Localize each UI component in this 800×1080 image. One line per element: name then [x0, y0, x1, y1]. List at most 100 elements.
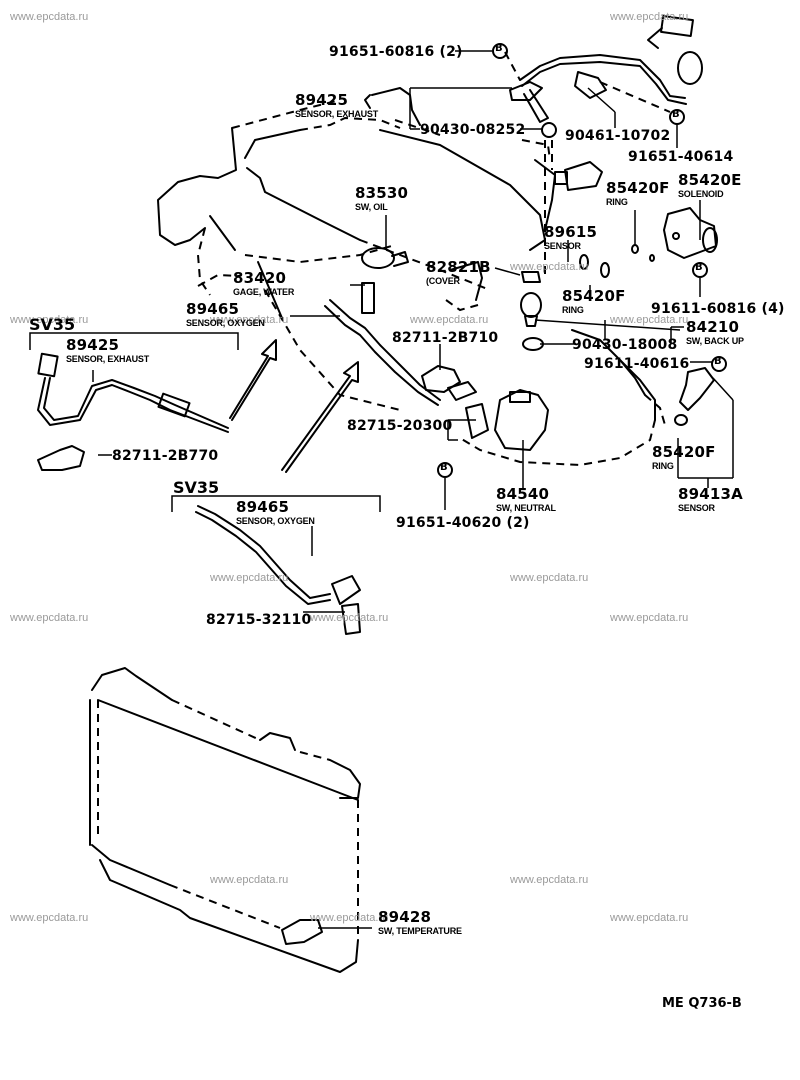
watermark: www.epcdata.ru	[310, 912, 389, 924]
callout-89465-sv35[interactable]: 89465 SENSOR, OXYGEN	[236, 500, 315, 526]
watermark: www.epcdata.ru	[210, 874, 289, 886]
watermark: www.epcdata.ru	[10, 912, 89, 924]
watermark: www.epcdata.ru	[210, 572, 289, 584]
part-description: SENSOR, OXYGEN	[236, 516, 315, 526]
part-number: 85420F	[562, 287, 626, 305]
callout-91651-60816[interactable]: 91651-60816 (2)	[329, 44, 463, 60]
part-number: 89465	[186, 300, 240, 318]
part-number: 91651-60816 (2)	[329, 44, 463, 60]
part-number: 83530	[355, 184, 409, 202]
bolt-marker	[437, 462, 453, 478]
callout-90461-10702[interactable]: 90461-10702	[565, 128, 670, 144]
callout-85420F-ring-3[interactable]: 85420F RING	[652, 445, 716, 471]
callout-91651-40620[interactable]: 91651-40620 (2)	[396, 515, 530, 531]
part-number: 89465	[236, 498, 290, 516]
part-number: 84210	[686, 318, 740, 336]
watermark: www.epcdata.ru	[510, 261, 589, 273]
callout-90430-08252[interactable]: 90430-08252	[420, 122, 525, 138]
watermark: www.epcdata.ru	[410, 314, 489, 326]
callout-85420E[interactable]: 85420E SOLENOID	[678, 173, 742, 199]
callout-89425[interactable]: 89425 SENSOR, EXHAUST	[295, 93, 378, 119]
part-number: 85420E	[678, 171, 742, 189]
part-description: RING	[562, 305, 584, 315]
part-description: (COVER	[426, 276, 460, 286]
bolt-marker	[669, 109, 685, 125]
callout-83530[interactable]: 83530 SW, OIL	[355, 186, 408, 212]
callout-91611-40616[interactable]: 91611-40616	[584, 356, 689, 372]
part-number: 84540	[496, 485, 550, 503]
watermark: www.epcdata.ru	[510, 572, 589, 584]
leader-lines	[29, 50, 734, 929]
watermark: www.epcdata.ru	[510, 874, 589, 886]
callout-83420[interactable]: 83420 GAGE, WATER	[233, 271, 294, 297]
watermark: www.epcdata.ru	[310, 612, 389, 624]
watermark: www.epcdata.ru	[10, 612, 89, 624]
part-description: SW, NEUTRAL	[496, 503, 556, 513]
part-number: 91651-40614	[628, 149, 734, 165]
exhaust-sensor-top-drawing	[504, 14, 703, 280]
part-number: 82715-20300	[347, 418, 453, 434]
part-number: 91651-40620 (2)	[396, 515, 530, 531]
watermark: www.epcdata.ru	[610, 11, 689, 23]
callout-82715-20300[interactable]: 82715-20300	[347, 418, 452, 434]
bolt-marker	[711, 356, 727, 372]
callout-89428[interactable]: 89428 SW, TEMPERATURE	[378, 910, 462, 936]
part-description: SENSOR, EXHAUST	[295, 109, 379, 119]
watermark: www.epcdata.ru	[210, 314, 289, 326]
part-description: SOLENOID	[678, 189, 724, 199]
callout-84210[interactable]: 84210 SW, BACK UP	[686, 320, 744, 346]
component-shapes	[37, 161, 718, 973]
callout-90430-18008[interactable]: 90430-18008	[572, 337, 677, 353]
part-number: 82711-2B770	[112, 448, 219, 464]
bolt-letter: B	[495, 43, 503, 54]
bolt-letter: B	[672, 109, 680, 120]
part-number: 89425	[295, 91, 349, 109]
bolt-marker	[492, 43, 508, 59]
part-number: 91611-40616	[584, 356, 690, 372]
bolt-markers	[437, 43, 727, 478]
callout-82715-32110[interactable]: 82715-32110	[206, 612, 311, 628]
part-number: 82715-32110	[206, 612, 312, 628]
part-number: 90461-10702	[565, 128, 671, 144]
part-description: SW, OIL	[355, 202, 388, 212]
bolt-letter: B	[695, 262, 703, 273]
watermark: www.epcdata.ru	[610, 612, 689, 624]
part-number: 91611-60816 (4)	[651, 301, 785, 317]
callout-82711-2B710[interactable]: 82711-2B710	[392, 330, 498, 346]
part-description: RING	[652, 461, 674, 471]
callout-84540[interactable]: 84540 SW, NEUTRAL	[496, 487, 556, 513]
part-description: SENSOR, EXHAUST	[66, 354, 150, 364]
bolt-letter: B	[714, 356, 722, 367]
part-number: 82711-2B710	[392, 330, 499, 346]
radiator-drawing	[89, 667, 361, 973]
callout-85420F-ring[interactable]: 85420F RING	[606, 181, 670, 207]
watermark: www.epcdata.ru	[610, 912, 689, 924]
callout-89413A[interactable]: 89413A SENSOR	[678, 487, 743, 513]
callout-91611-60816[interactable]: 91611-60816 (4)	[651, 301, 785, 317]
part-number: 89428	[378, 908, 432, 926]
bolt-marker	[541, 122, 557, 138]
watermark: www.epcdata.ru	[10, 314, 89, 326]
part-number: 90430-18008	[572, 337, 678, 353]
callout-91651-40614[interactable]: 91651-40614	[628, 149, 733, 165]
part-description: SENSOR	[544, 241, 581, 251]
callout-89465[interactable]: 89465 SENSOR, OXYGEN	[186, 302, 265, 328]
part-description: SENSOR, OXYGEN	[186, 318, 265, 328]
bolt-marker	[692, 262, 708, 278]
part-description: SW, TEMPERATURE	[378, 926, 462, 936]
part-number: 82821B	[426, 258, 491, 276]
callout-82711-2B770[interactable]: 82711-2B770	[112, 448, 218, 464]
callout-85420F-ring-2[interactable]: 85420F RING	[562, 289, 626, 315]
part-number: 85420F	[652, 443, 716, 461]
part-number: 90430-08252	[420, 122, 526, 138]
part-description: RING	[606, 197, 628, 207]
watermark: www.epcdata.ru	[610, 314, 689, 326]
part-description: SW, BACK UP	[686, 336, 744, 346]
part-number: 89425	[66, 336, 120, 354]
part-description: GAGE, WATER	[233, 287, 295, 297]
callout-89425-sv35[interactable]: 89425 SENSOR, EXHAUST	[66, 338, 149, 364]
diagram-code: ME Q736-B	[662, 996, 742, 1011]
callout-89615[interactable]: 89615 SENSOR	[544, 225, 597, 251]
callout-82821B[interactable]: 82821B (COVER	[426, 260, 491, 286]
